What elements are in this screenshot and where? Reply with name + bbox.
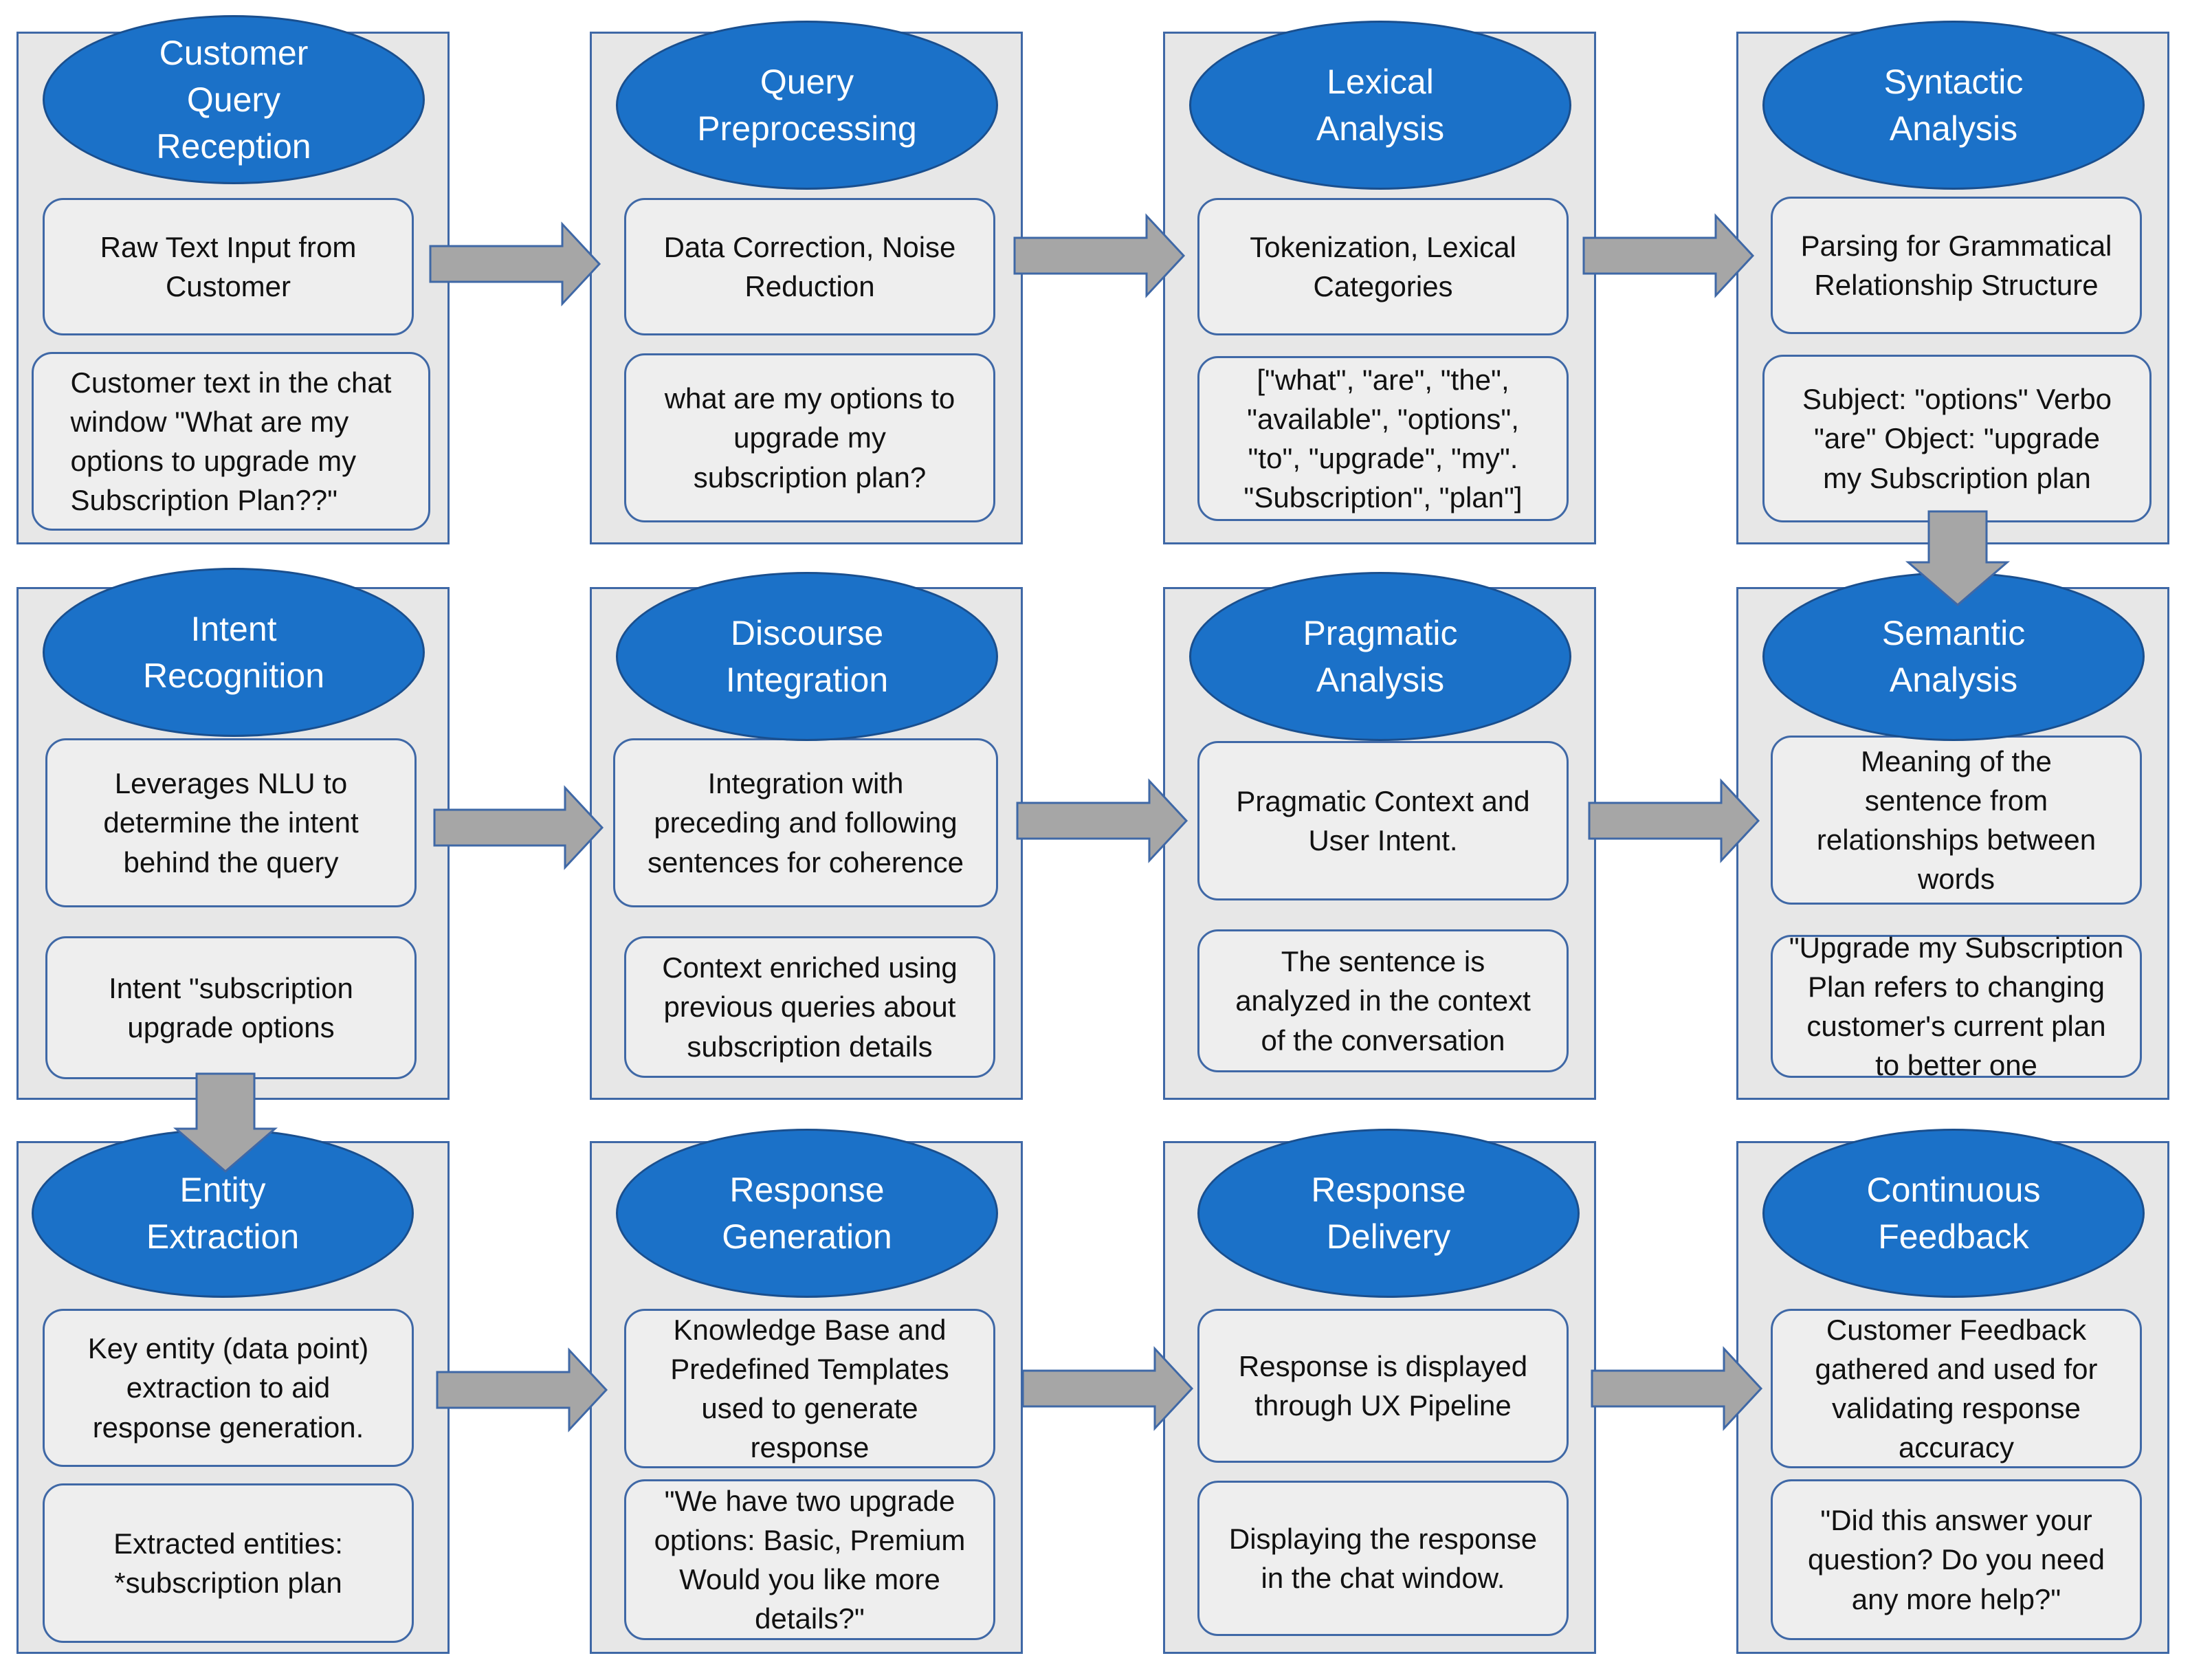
stage-title: Discourse Integration bbox=[616, 572, 998, 741]
stage-description-text: Integration with preceding and following… bbox=[648, 767, 964, 878]
stage-title: Lexical Analysis bbox=[1189, 21, 1571, 190]
stage-description-text: Parsing for Grammatical Relationship Str… bbox=[1800, 229, 2112, 301]
stage-example-text: ["what", "are", "the", "available", "opt… bbox=[1243, 363, 1523, 514]
stage-title-text: Entity Extraction bbox=[146, 1171, 300, 1256]
stage-example: Extracted entities: *subscription plan bbox=[43, 1483, 414, 1643]
stage-example-text: Subject: "options" Verbo "are" Object: "… bbox=[1802, 383, 2112, 494]
stage-example-text: Customer text in the chat window "What a… bbox=[70, 366, 392, 517]
stage-description-text: Key entity (data point) extraction to ai… bbox=[87, 1332, 369, 1444]
stage-example: Context enriched using previous queries … bbox=[624, 936, 995, 1078]
stage-title: Response Generation bbox=[616, 1129, 998, 1298]
stage-description: Meaning of the sentence from relationshi… bbox=[1771, 736, 2142, 905]
stage-description: Key entity (data point) extraction to ai… bbox=[43, 1309, 414, 1467]
stage-title-text: Continuous Feedback bbox=[1866, 1171, 2041, 1256]
stage-description-text: Knowledge Base and Predefined Templates … bbox=[670, 1313, 949, 1464]
stage-description-text: Leverages NLU to determine the intent be… bbox=[103, 767, 359, 878]
stage-description: Data Correction, Noise Reduction bbox=[624, 198, 995, 335]
stage-example: ["what", "are", "the", "available", "opt… bbox=[1197, 356, 1569, 521]
stage-title-text: Customer Query Reception bbox=[156, 34, 311, 166]
stage-example: "We have two upgrade options: Basic, Pre… bbox=[624, 1479, 995, 1640]
stage-title-text: Lexical Analysis bbox=[1316, 63, 1445, 148]
stage-example: "Upgrade my Subscription Plan refers to … bbox=[1771, 931, 2142, 1081]
stage-example-text: "Upgrade my Subscription Plan refers to … bbox=[1789, 931, 2124, 1082]
flow-arrow-right bbox=[1588, 778, 1760, 863]
stage-title: Response Delivery bbox=[1197, 1129, 1580, 1298]
flow-arrow-right bbox=[1021, 1346, 1194, 1431]
stage-example: The sentence is analyzed in the context … bbox=[1197, 929, 1569, 1072]
stage-description: Knowledge Base and Predefined Templates … bbox=[624, 1309, 995, 1468]
stage-description-text: Pragmatic Context and User Intent. bbox=[1236, 784, 1530, 856]
stage-title: Syntactic Analysis bbox=[1762, 21, 2145, 190]
stage-title: Pragmatic Analysis bbox=[1189, 572, 1571, 741]
flow-arrow-right bbox=[1016, 778, 1188, 863]
stage-description: Customer Feedback gathered and used for … bbox=[1771, 1309, 2142, 1468]
stage-description-text: Data Correction, Noise Reduction bbox=[663, 230, 956, 302]
flow-arrow-right bbox=[1582, 213, 1755, 298]
stage-example: what are my options to upgrade my subscr… bbox=[624, 353, 995, 522]
stage-description: Response is displayed through UX Pipelin… bbox=[1197, 1309, 1569, 1463]
stage-description: Pragmatic Context and User Intent. bbox=[1197, 741, 1569, 900]
stage-example: Intent "subscription upgrade options bbox=[45, 936, 417, 1079]
stage-example-text: Extracted entities: *subscription plan bbox=[113, 1527, 343, 1599]
flow-arrow-right bbox=[1013, 213, 1186, 298]
stage-example: "Did this answer your question? Do you n… bbox=[1771, 1479, 2142, 1640]
stage-description: Parsing for Grammatical Relationship Str… bbox=[1771, 197, 2142, 334]
stage-example-text: Context enriched using previous queries … bbox=[662, 951, 958, 1063]
stage-example-text: "Did this answer your question? Do you n… bbox=[1808, 1504, 2105, 1615]
stage-description: Raw Text Input from Customer bbox=[43, 198, 414, 335]
stage-example-text: Intent "subscription upgrade options bbox=[109, 971, 353, 1043]
stage-title-text: Pragmatic Analysis bbox=[1303, 614, 1458, 699]
stage-title-text: Intent Recognition bbox=[142, 610, 325, 695]
stage-description: Tokenization, Lexical Categories bbox=[1197, 198, 1569, 335]
stage-example-text: "We have two upgrade options: Basic, Pre… bbox=[654, 1484, 966, 1635]
flow-arrow-right bbox=[1591, 1346, 1763, 1431]
flow-arrow-right bbox=[436, 1347, 608, 1433]
stage-title: Customer Query Reception bbox=[43, 15, 425, 184]
stage-example: Customer text in the chat window "What a… bbox=[32, 352, 430, 531]
stage-title-text: Response Delivery bbox=[1311, 1171, 1466, 1256]
flow-arrow-down bbox=[173, 1072, 278, 1173]
stage-example: Displaying the response in the chat wind… bbox=[1197, 1481, 1569, 1636]
stage-title-text: Syntactic Analysis bbox=[1883, 63, 2024, 148]
stage-example-text: The sentence is analyzed in the context … bbox=[1235, 945, 1531, 1057]
stage-description-text: Raw Text Input from Customer bbox=[100, 230, 357, 302]
stage-description-text: Customer Feedback gathered and used for … bbox=[1815, 1313, 2098, 1464]
stage-example: Subject: "options" Verbo "are" Object: "… bbox=[1762, 355, 2152, 522]
stage-description-text: Tokenization, Lexical Categories bbox=[1250, 230, 1516, 302]
stage-description-text: Meaning of the sentence from relationshi… bbox=[1816, 744, 2097, 896]
stage-title: Intent Recognition bbox=[43, 568, 425, 737]
stage-title-text: Discourse Integration bbox=[725, 614, 889, 699]
stage-description: Leverages NLU to determine the intent be… bbox=[45, 738, 417, 907]
stage-title-text: Response Generation bbox=[722, 1171, 892, 1256]
stage-example-text: Displaying the response in the chat wind… bbox=[1228, 1522, 1538, 1594]
stage-description: Integration with preceding and following… bbox=[613, 738, 998, 907]
flow-arrow-right bbox=[429, 221, 601, 307]
stage-title-text: Semantic Analysis bbox=[1881, 614, 2026, 699]
stage-example-text: what are my options to upgrade my subscr… bbox=[664, 382, 955, 494]
flow-arrow-down bbox=[1905, 510, 2011, 606]
stage-description-text: Response is displayed through UX Pipelin… bbox=[1238, 1349, 1528, 1422]
stage-title: Query Preprocessing bbox=[616, 21, 998, 190]
flow-arrow-right bbox=[433, 785, 604, 870]
stage-title-text: Query Preprocessing bbox=[697, 63, 917, 148]
stage-title: Continuous Feedback bbox=[1762, 1129, 2145, 1298]
